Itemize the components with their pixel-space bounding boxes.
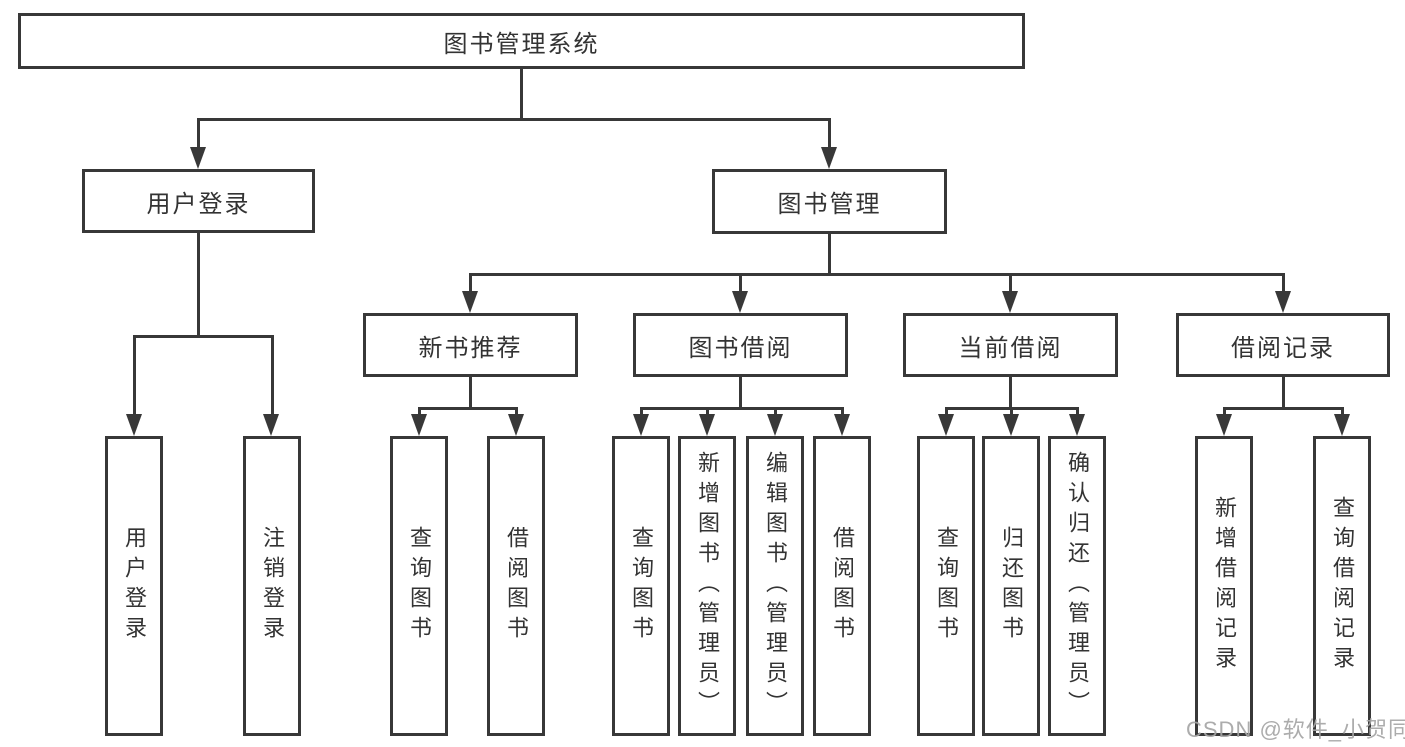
arrowhead-nb-leaf2 <box>508 414 524 436</box>
connector-book-mgmt-stem <box>828 234 831 273</box>
connector-new-book-drop <box>469 273 472 293</box>
leaf-user-login: 用户登录 <box>105 436 163 736</box>
node-root-system: 图书管理系统 <box>18 13 1025 69</box>
leaf-bb-edit-books-admin: 编辑图书（管理员） <box>746 436 804 736</box>
connector-bb-leaf2-drop <box>706 407 709 417</box>
connector-current-borrow-stem <box>1009 377 1012 407</box>
connector-bb-leaf1-drop <box>640 407 643 417</box>
connector-book-borrow-stem <box>739 377 742 407</box>
connector-current-borrow-drop <box>1009 273 1012 293</box>
leaf-bb-add-books-admin-label: 新增图书（管理员） <box>695 451 720 721</box>
node-user-login: 用户登录 <box>82 169 315 233</box>
connector-cb-leaf3-drop <box>1076 407 1079 417</box>
leaf-logout: 注销登录 <box>243 436 301 736</box>
connector-borrow-record-drop <box>1282 273 1285 293</box>
arrowhead-cb-leaf1 <box>938 414 954 436</box>
arrowhead-new-book <box>462 291 478 313</box>
node-current-borrow: 当前借阅 <box>903 313 1118 377</box>
node-book-borrow: 图书借阅 <box>633 313 848 377</box>
arrowhead-leaf-login <box>126 414 142 436</box>
arrowhead-leaf-logout <box>263 414 279 436</box>
arrowhead-bb-leaf2 <box>699 414 715 436</box>
connector-cb-leaf1-drop <box>945 407 948 417</box>
leaf-cb-return-books-label: 归还图书 <box>999 526 1024 646</box>
leaf-cb-query-books: 查询图书 <box>917 436 975 736</box>
leaf-cb-return-books: 归还图书 <box>982 436 1040 736</box>
leaf-bb-borrow-books-label: 借阅图书 <box>830 526 855 646</box>
connector-br-leaf1-drop <box>1223 407 1226 417</box>
connector-leaf-logout-drop <box>271 335 274 416</box>
connector-user-login-rail <box>133 335 274 338</box>
connector-root-stem <box>520 69 523 118</box>
watermark-csdn: CSDN @软件_小贺同学 <box>1186 717 1405 742</box>
leaf-bb-edit-books-admin-label: 编辑图书（管理员） <box>763 451 788 721</box>
connector-level3-rail <box>469 273 1285 276</box>
leaf-nb-query-books-label: 查询图书 <box>407 526 432 646</box>
node-root-system-label: 图书管理系统 <box>443 30 600 58</box>
connector-book-borrow-rail <box>640 407 844 410</box>
leaf-nb-borrow-books: 借阅图书 <box>487 436 545 736</box>
leaf-cb-confirm-return-admin-label: 确认归还（管理员） <box>1065 451 1090 721</box>
connector-level2-rail <box>197 118 831 121</box>
leaf-logout-label: 注销登录 <box>260 526 285 646</box>
connector-br-leaf2-drop <box>1341 407 1344 417</box>
leaf-bb-query-books: 查询图书 <box>612 436 670 736</box>
arrowhead-user-login <box>190 147 206 169</box>
arrowhead-br-leaf1 <box>1216 414 1232 436</box>
arrowhead-nb-leaf1 <box>411 414 427 436</box>
node-user-login-label: 用户登录 <box>146 190 251 218</box>
node-new-book-recommend: 新书推荐 <box>363 313 578 377</box>
leaf-br-add-record-label: 新增借阅记录 <box>1212 496 1237 676</box>
arrowhead-bb-leaf3 <box>767 414 783 436</box>
leaf-br-add-record: 新增借阅记录 <box>1195 436 1253 736</box>
arrowhead-borrow-record <box>1275 291 1291 313</box>
leaf-bb-borrow-books: 借阅图书 <box>813 436 871 736</box>
leaf-nb-query-books: 查询图书 <box>390 436 448 736</box>
node-borrow-record-label: 借阅记录 <box>1231 334 1335 362</box>
node-current-borrow-label: 当前借阅 <box>958 334 1063 362</box>
connector-borrow-record-rail <box>1223 407 1343 410</box>
node-borrow-record: 借阅记录 <box>1176 313 1390 377</box>
connector-bb-leaf4-drop <box>841 407 844 417</box>
connector-cb-leaf2-drop <box>1010 407 1013 417</box>
leaf-bb-query-books-label: 查询图书 <box>629 526 654 646</box>
connector-new-book-rail <box>418 407 518 410</box>
leaf-bb-add-books-admin: 新增图书（管理员） <box>678 436 736 736</box>
connector-book-mgmt-drop <box>828 118 831 148</box>
node-book-management: 图书管理 <box>712 169 947 234</box>
connector-user-login-drop <box>197 118 200 148</box>
arrowhead-current-borrow <box>1002 291 1018 313</box>
connector-nb-leaf1-drop <box>418 407 421 417</box>
arrowhead-br-leaf2 <box>1334 414 1350 436</box>
connector-book-borrow-drop <box>739 273 742 293</box>
arrowhead-bb-leaf1 <box>633 414 649 436</box>
connector-user-login-stem <box>197 233 200 335</box>
leaf-cb-confirm-return-admin: 确认归还（管理员） <box>1048 436 1106 736</box>
leaf-br-query-record: 查询借阅记录 <box>1313 436 1371 736</box>
arrowhead-cb-leaf3 <box>1069 414 1085 436</box>
leaf-nb-borrow-books-label: 借阅图书 <box>504 526 529 646</box>
connector-bb-leaf3-drop <box>774 407 777 417</box>
arrowhead-book-mgmt <box>821 147 837 169</box>
leaf-br-query-record-label: 查询借阅记录 <box>1330 496 1355 676</box>
connector-nb-leaf2-drop <box>515 407 518 417</box>
connector-new-book-stem <box>469 377 472 407</box>
node-new-book-recommend-label: 新书推荐 <box>418 334 523 362</box>
connector-leaf-login-drop <box>133 335 136 416</box>
arrowhead-bb-leaf4 <box>834 414 850 436</box>
connector-borrow-record-stem <box>1282 377 1285 407</box>
leaf-cb-query-books-label: 查询图书 <box>934 526 959 646</box>
arrowhead-cb-leaf2 <box>1003 414 1019 436</box>
node-book-borrow-label: 图书借阅 <box>688 334 793 362</box>
node-book-management-label: 图书管理 <box>777 191 882 218</box>
leaf-user-login-label: 用户登录 <box>122 526 147 646</box>
arrowhead-book-borrow <box>732 291 748 313</box>
